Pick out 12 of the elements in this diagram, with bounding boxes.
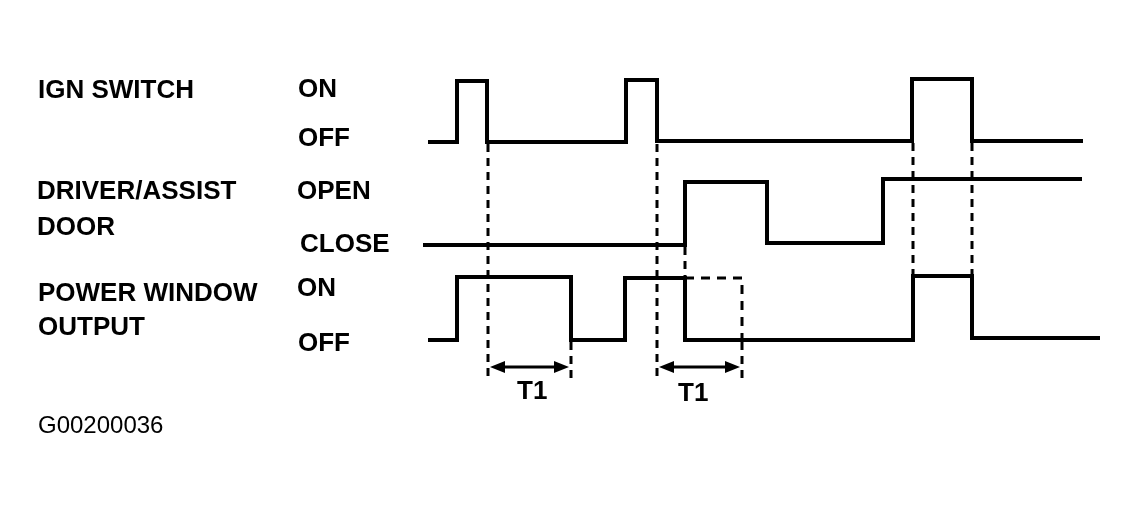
time-label: T1 — [678, 377, 709, 407]
signal-name: IGN SWITCH — [38, 74, 194, 104]
state-label: OFF — [298, 327, 350, 357]
time-label: T1 — [517, 375, 548, 405]
state-label: OPEN — [297, 175, 371, 205]
state-label: ON — [298, 73, 337, 103]
signal-name: POWER WINDOW OUTPUT — [38, 276, 259, 343]
state-label: ON — [297, 272, 336, 302]
figure-code: G00200036 — [38, 411, 164, 439]
signal-name: DRIVER/ASSIST DOOR — [37, 174, 238, 243]
state-label: OFF — [298, 122, 350, 152]
state-label: CLOSE — [300, 228, 390, 258]
